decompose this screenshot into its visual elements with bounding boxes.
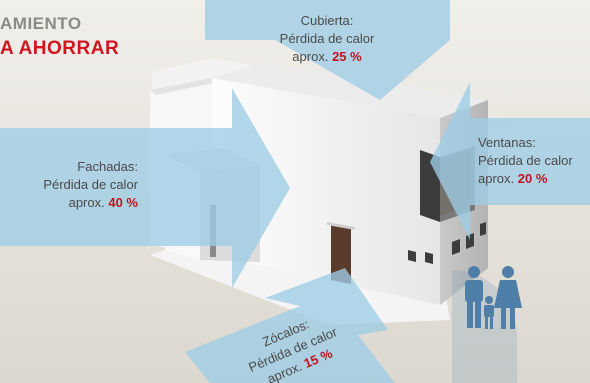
label-cubierta-prefix: aprox. bbox=[292, 49, 329, 64]
label-cubierta: Cubierta: Pérdida de calor aprox. 25 % bbox=[262, 12, 392, 66]
front-wall bbox=[212, 78, 440, 305]
label-fachadas: Fachadas: Pérdida de calor aprox. 40 % bbox=[14, 158, 138, 212]
label-ventanas: Ventanas: Pérdida de calor aprox. 20 % bbox=[478, 134, 590, 188]
label-ventanas-text: Pérdida de calor bbox=[478, 153, 573, 168]
side-window bbox=[480, 222, 486, 236]
roof-top bbox=[212, 62, 488, 118]
front-window bbox=[408, 250, 416, 262]
side-window bbox=[452, 239, 460, 255]
label-fachadas-title: Fachadas: bbox=[77, 159, 138, 174]
label-cubierta-title: Cubierta: bbox=[300, 13, 354, 28]
side-window bbox=[466, 233, 474, 249]
label-fachadas-text: Pérdida de calor bbox=[43, 177, 138, 192]
front-window bbox=[425, 252, 433, 264]
arrow-cubierta bbox=[205, 0, 450, 100]
label-cubierta-text: Pérdida de calor bbox=[279, 31, 375, 46]
family-icon bbox=[452, 266, 522, 383]
label-cubierta-value: aprox. 25 % bbox=[262, 48, 392, 66]
label-ventanas-title: Ventanas: bbox=[478, 135, 536, 150]
label-fachadas-prefix: aprox. bbox=[68, 195, 105, 210]
headline-line2: A AHORRAR bbox=[0, 38, 120, 59]
label-ventanas-prefix: aprox. bbox=[478, 171, 515, 186]
label-fachadas-pct: 40 % bbox=[108, 195, 138, 210]
label-ventanas-value: aprox. 20 % bbox=[478, 170, 590, 188]
arrow-fachadas bbox=[0, 88, 290, 288]
label-cubierta-pct: 25 % bbox=[332, 49, 362, 64]
headline-line1: AMIENTO bbox=[0, 14, 82, 33]
arrow-zocalos bbox=[185, 268, 395, 383]
arrow-ventanas bbox=[430, 82, 590, 240]
label-ventanas-pct: 20 % bbox=[517, 171, 548, 186]
front-door bbox=[331, 225, 351, 284]
label-fachadas-value: aprox. 40 % bbox=[14, 194, 138, 212]
